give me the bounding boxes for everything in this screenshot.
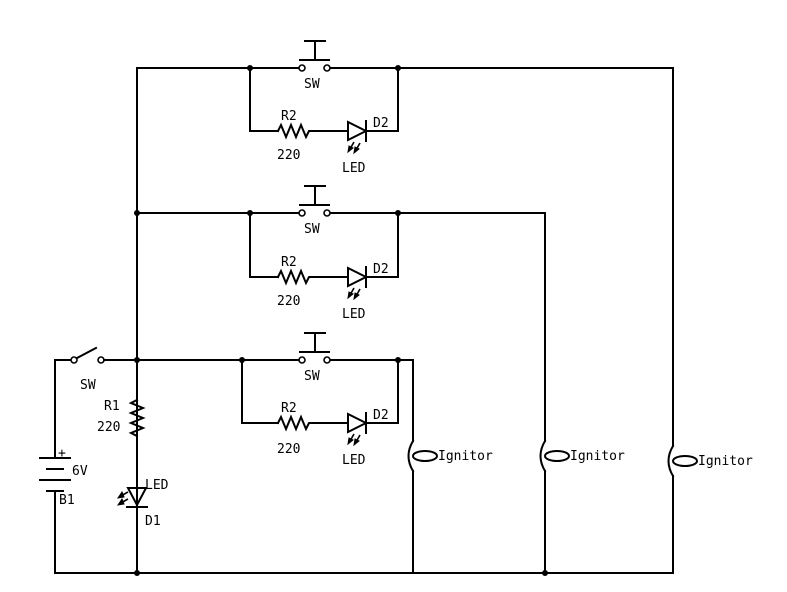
d1-label: D1	[145, 514, 161, 529]
resistor-r2-top	[276, 122, 313, 140]
junction-dot	[134, 357, 140, 363]
resistor-r2-middle	[276, 268, 313, 286]
ignitor-3	[667, 444, 698, 478]
main-switch-label: SW	[80, 378, 96, 393]
battery-b1	[39, 457, 71, 492]
resistor-r1	[128, 398, 146, 438]
led-label: LED	[342, 161, 366, 176]
main-toggle-switch	[70, 346, 105, 364]
junction-dot	[247, 210, 253, 216]
led-d1	[116, 487, 148, 508]
ignitor-label: Ignitor	[570, 449, 625, 464]
resistor-r2-bottom	[276, 414, 313, 432]
diode-label: D2	[373, 408, 389, 423]
ignitor-label: Ignitor	[698, 454, 753, 469]
switch-label: SW	[304, 222, 320, 237]
switch-label: SW	[304, 369, 320, 384]
resistor-label: R2	[281, 401, 297, 416]
resistor-value: 220	[277, 148, 300, 163]
diode-label: D2	[373, 262, 389, 277]
led-label: LED	[342, 307, 366, 322]
junction-dots	[134, 65, 548, 576]
led-d2-middle	[347, 266, 369, 301]
junction-dot	[395, 357, 401, 363]
ignitor-1	[407, 439, 438, 473]
resistor-value: 220	[277, 442, 300, 457]
diode-label: D2	[373, 116, 389, 131]
switch-label: SW	[304, 77, 320, 92]
battery-voltage: 6V	[72, 464, 88, 479]
resistor-value: 220	[277, 294, 300, 309]
junction-dot	[239, 357, 245, 363]
ignitor-2	[539, 439, 570, 473]
led-d2-top	[347, 120, 369, 155]
battery-label: B1	[59, 493, 75, 508]
led-label: LED	[342, 453, 366, 468]
resistor-label: R2	[281, 255, 297, 270]
junction-dot	[134, 570, 140, 576]
ignitor-label: Ignitor	[438, 449, 493, 464]
push-switch-bottom	[298, 332, 331, 364]
r1-value: 220	[97, 420, 120, 435]
junction-dot	[395, 210, 401, 216]
junction-dot	[134, 210, 140, 216]
junction-dot	[542, 570, 548, 576]
wiring	[54, 67, 674, 574]
junction-dot	[395, 65, 401, 71]
push-switch-top	[298, 40, 331, 72]
battery-plus-sign: +	[58, 446, 66, 461]
d1-led-label: LED	[145, 478, 169, 493]
led-d2-bottom	[347, 412, 369, 447]
r1-label: R1	[104, 399, 120, 414]
push-switch-middle	[298, 185, 331, 217]
resistor-label: R2	[281, 109, 297, 124]
junction-dot	[247, 65, 253, 71]
